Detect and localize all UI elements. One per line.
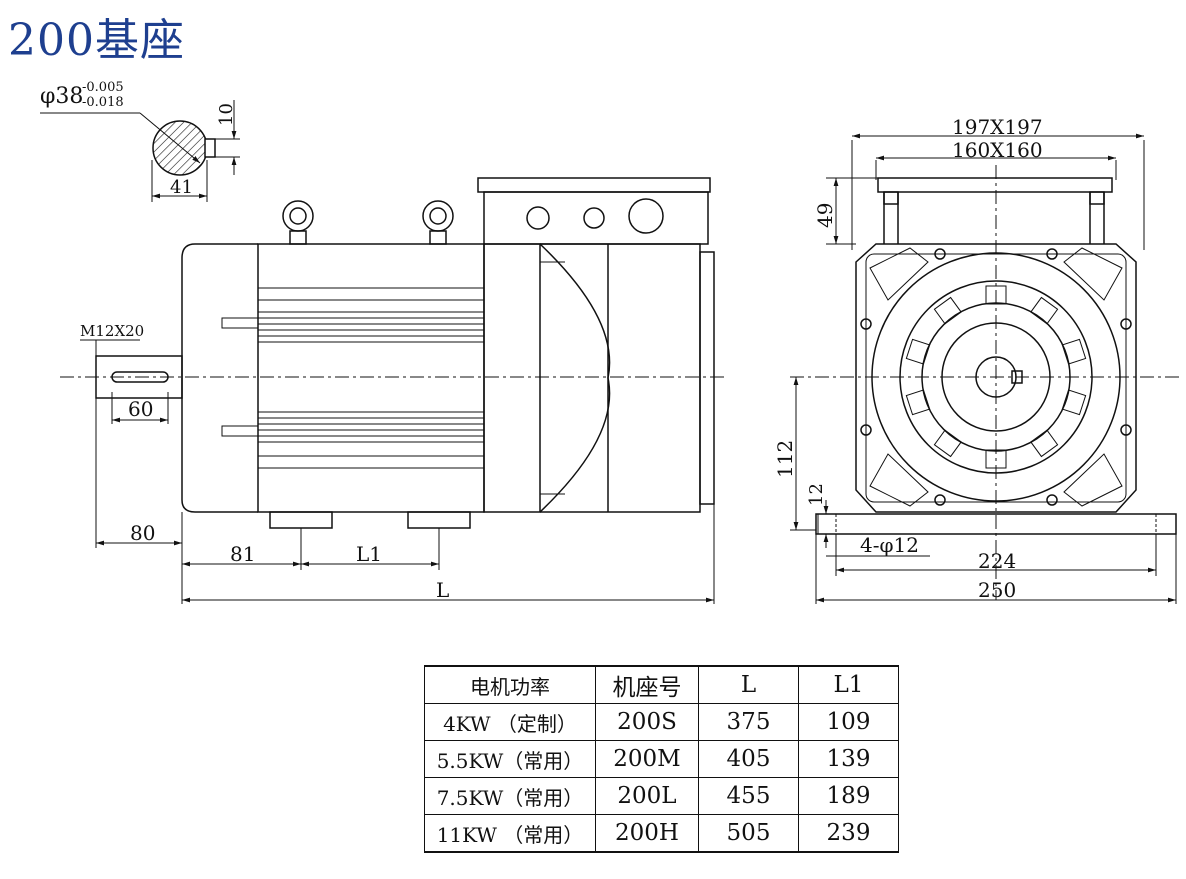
cell-l: 505 bbox=[698, 814, 799, 853]
fan-cover-curve bbox=[539, 243, 611, 513]
motor-side-view bbox=[60, 177, 725, 604]
base-plate bbox=[815, 513, 1177, 535]
shaft-dia-label: φ38 bbox=[40, 84, 83, 109]
cell-power: 7.5KW（常用） bbox=[424, 777, 596, 815]
foot-thickness-label: 12 bbox=[806, 483, 827, 506]
shaft-tol-upper: -0.005 bbox=[82, 80, 124, 95]
key-length-label: 60 bbox=[128, 397, 153, 421]
header-frame: 机座号 bbox=[595, 665, 699, 704]
cell-power: 4KW （定制） bbox=[424, 703, 596, 741]
spec-table: 电机功率 机座号 L L1 4KW （定制） 200S 375 109 5.5K… bbox=[424, 665, 899, 853]
cell-l1: 109 bbox=[798, 703, 899, 741]
end-shaft bbox=[975, 356, 1017, 398]
front-section bbox=[483, 243, 541, 513]
shaft-length-label: 80 bbox=[130, 521, 155, 545]
key-depth-label: 41 bbox=[170, 177, 193, 198]
table-row: 4KW （定制） 200S 375 109 bbox=[424, 703, 899, 741]
shaft-keyway bbox=[111, 371, 169, 383]
inner-square-label: 160X160 bbox=[952, 138, 1043, 162]
table-row: 11KW （常用） 200H 505 239 bbox=[424, 814, 899, 853]
thread-label: M12X20 bbox=[80, 322, 144, 340]
cell-l1: 189 bbox=[798, 777, 899, 815]
shaft-section bbox=[40, 100, 240, 202]
shaft-key bbox=[204, 138, 216, 158]
terminal-box-end bbox=[877, 177, 1113, 193]
shaft-tol-lower: -0.018 bbox=[82, 95, 124, 110]
table-row: 7.5KW（常用） 200L 455 189 bbox=[424, 777, 899, 815]
lifting-eye-2 bbox=[422, 200, 454, 245]
header-l: L bbox=[698, 665, 799, 704]
cell-frame: 200H bbox=[595, 814, 699, 853]
end-frame bbox=[855, 243, 1137, 513]
cell-frame: 200S bbox=[595, 703, 699, 741]
cell-l: 375 bbox=[698, 703, 799, 741]
foot-1 bbox=[269, 511, 333, 529]
terminal-box-side bbox=[483, 191, 709, 245]
overall-length-label: L bbox=[436, 578, 449, 602]
shaft bbox=[95, 355, 183, 399]
cell-power: 5.5KW（常用） bbox=[424, 740, 596, 778]
bolt-holes-label: 4-φ12 bbox=[860, 533, 919, 557]
page-title: 200基座 bbox=[8, 15, 185, 66]
cell-l1: 139 bbox=[798, 740, 899, 778]
outer-square-label: 197X197 bbox=[952, 115, 1043, 139]
header-power: 电机功率 bbox=[424, 665, 596, 704]
table-row: 5.5KW（常用） 200M 405 139 bbox=[424, 740, 899, 778]
foot-spacing-label: L1 bbox=[356, 542, 382, 566]
cell-frame: 200L bbox=[595, 777, 699, 815]
base-width-label: 250 bbox=[978, 578, 1016, 602]
hole-spacing-label: 224 bbox=[978, 549, 1016, 573]
technical-drawing: φ38 -0.005 -0.018 10 41 bbox=[40, 80, 1180, 604]
cell-l: 405 bbox=[698, 740, 799, 778]
key-width-label: 10 bbox=[216, 103, 237, 126]
cell-l1: 239 bbox=[798, 814, 899, 853]
cooling-fins bbox=[258, 287, 484, 469]
foot-offset-label: 81 bbox=[230, 542, 255, 566]
table-header-row: 电机功率 机座号 L L1 bbox=[424, 665, 899, 704]
motor-end-view bbox=[790, 133, 1180, 604]
motor-body bbox=[257, 243, 485, 513]
rear-end-cap bbox=[181, 243, 258, 513]
shaft-section-circle bbox=[152, 120, 208, 176]
foot-2 bbox=[407, 511, 471, 529]
end-outer-ring bbox=[871, 252, 1121, 502]
header-l1: L1 bbox=[798, 665, 899, 704]
cell-l: 455 bbox=[698, 777, 799, 815]
lifting-eye-1 bbox=[282, 200, 314, 245]
center-height-label: 112 bbox=[773, 440, 797, 478]
cell-power: 11KW （常用） bbox=[424, 814, 596, 853]
cell-frame: 200M bbox=[595, 740, 699, 778]
box-height-label: 49 bbox=[813, 203, 837, 228]
